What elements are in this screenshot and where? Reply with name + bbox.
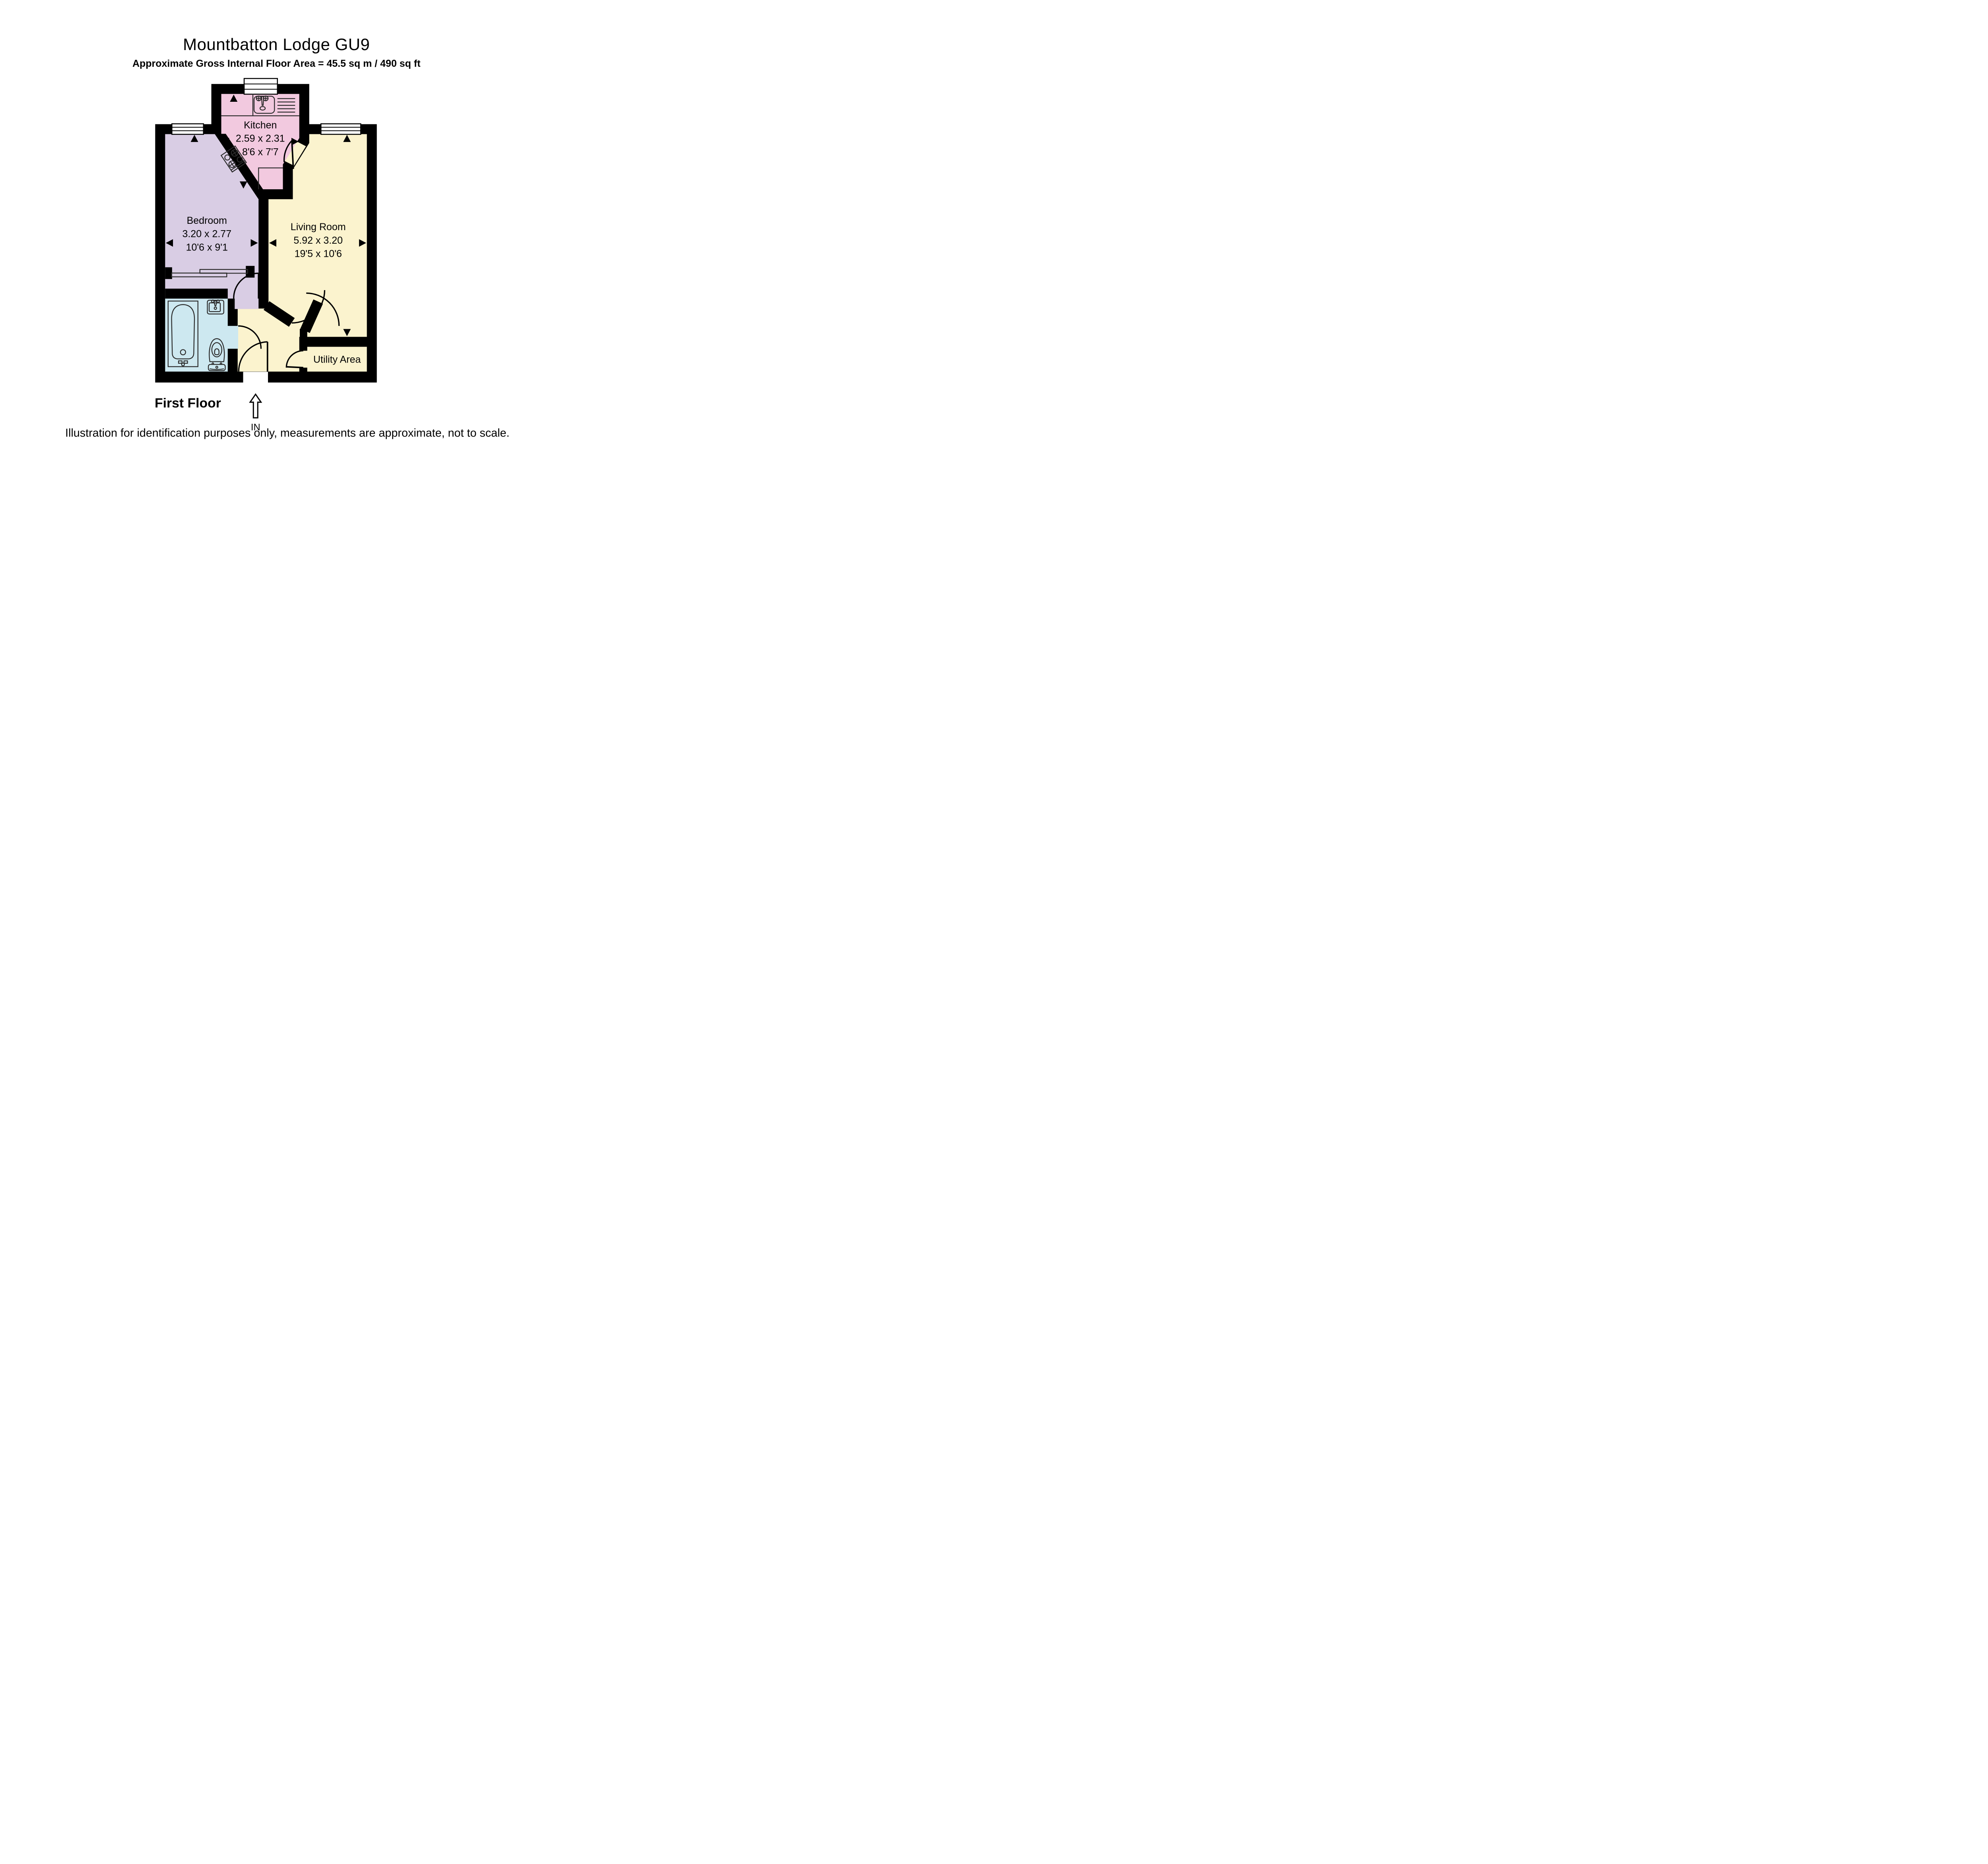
dimension-arrows	[166, 94, 366, 336]
window-living	[320, 123, 361, 135]
doorgap-utility	[299, 351, 308, 368]
page-title: Mountbatton Lodge GU9	[183, 35, 370, 54]
kitchen-label: Kitchen	[244, 120, 277, 131]
window-bedroom	[171, 123, 204, 135]
living-room-metric: 5.92 x 3.20	[293, 235, 343, 246]
room-bathroom	[165, 299, 228, 372]
kitchen-hob-icon	[220, 145, 247, 173]
toilet-icon	[208, 338, 226, 371]
wardrobe	[171, 269, 248, 277]
bathtub-icon	[167, 301, 198, 367]
page-subtitle: Approximate Gross Internal Floor Area = …	[132, 58, 421, 69]
room-kitchen	[221, 94, 299, 190]
entrance-arrow-icon	[249, 393, 262, 419]
wall-bathroom-top	[165, 289, 228, 299]
doorgap-entrance	[243, 372, 268, 383]
living-room-imperial: 19'5 x 10'6	[295, 248, 342, 260]
floor-label: First Floor	[155, 396, 221, 411]
kitchen-metric: 2.59 x 2.31	[236, 133, 285, 144]
living-room-label: Living Room	[291, 221, 346, 233]
door-entrance	[238, 341, 268, 372]
wall-hall-diagonal-left	[263, 301, 295, 327]
wardrobe-stub-right	[246, 266, 255, 278]
disclaimer: Illustration for identification purposes…	[65, 427, 509, 440]
room-bedroom	[165, 134, 259, 299]
wardrobe-stub-left	[165, 267, 172, 279]
kitchen-sink-icon	[221, 94, 299, 190]
door-living-swings	[291, 290, 340, 326]
room-labels: Kitchen 2.59 x 2.31 8'6 x 7'7 Bedroom 3.…	[182, 120, 361, 365]
bathroom-sink-icon	[207, 299, 224, 314]
utility-label: Utility Area	[313, 354, 361, 365]
floorplan: Kitchen 2.59 x 2.31 8'6 x 7'7 Bedroom 3.…	[155, 78, 377, 433]
floorplan-canvas: Mountbatton Lodge GU9 Approximate Gross …	[65, 35, 509, 440]
door-utility	[285, 350, 303, 369]
doorgap-kitchen	[285, 142, 306, 166]
door-kitchen	[283, 140, 294, 169]
door-bathroom	[238, 325, 262, 349]
doorgap-bedroom	[235, 298, 259, 309]
bedroom-label: Bedroom	[187, 215, 227, 226]
entrance-label: IN	[251, 422, 260, 433]
window-kitchen	[243, 78, 278, 95]
kitchen-imperial: 8'6 x 7'7	[242, 146, 279, 157]
bedroom-metric: 3.20 x 2.77	[182, 229, 231, 240]
door-bedroom	[233, 272, 260, 299]
room-utility	[307, 347, 367, 372]
bedroom-imperial: 10'6 x 9'1	[186, 242, 228, 253]
wall-utility-jamb	[299, 329, 307, 338]
doorgap-bathroom	[227, 326, 239, 349]
